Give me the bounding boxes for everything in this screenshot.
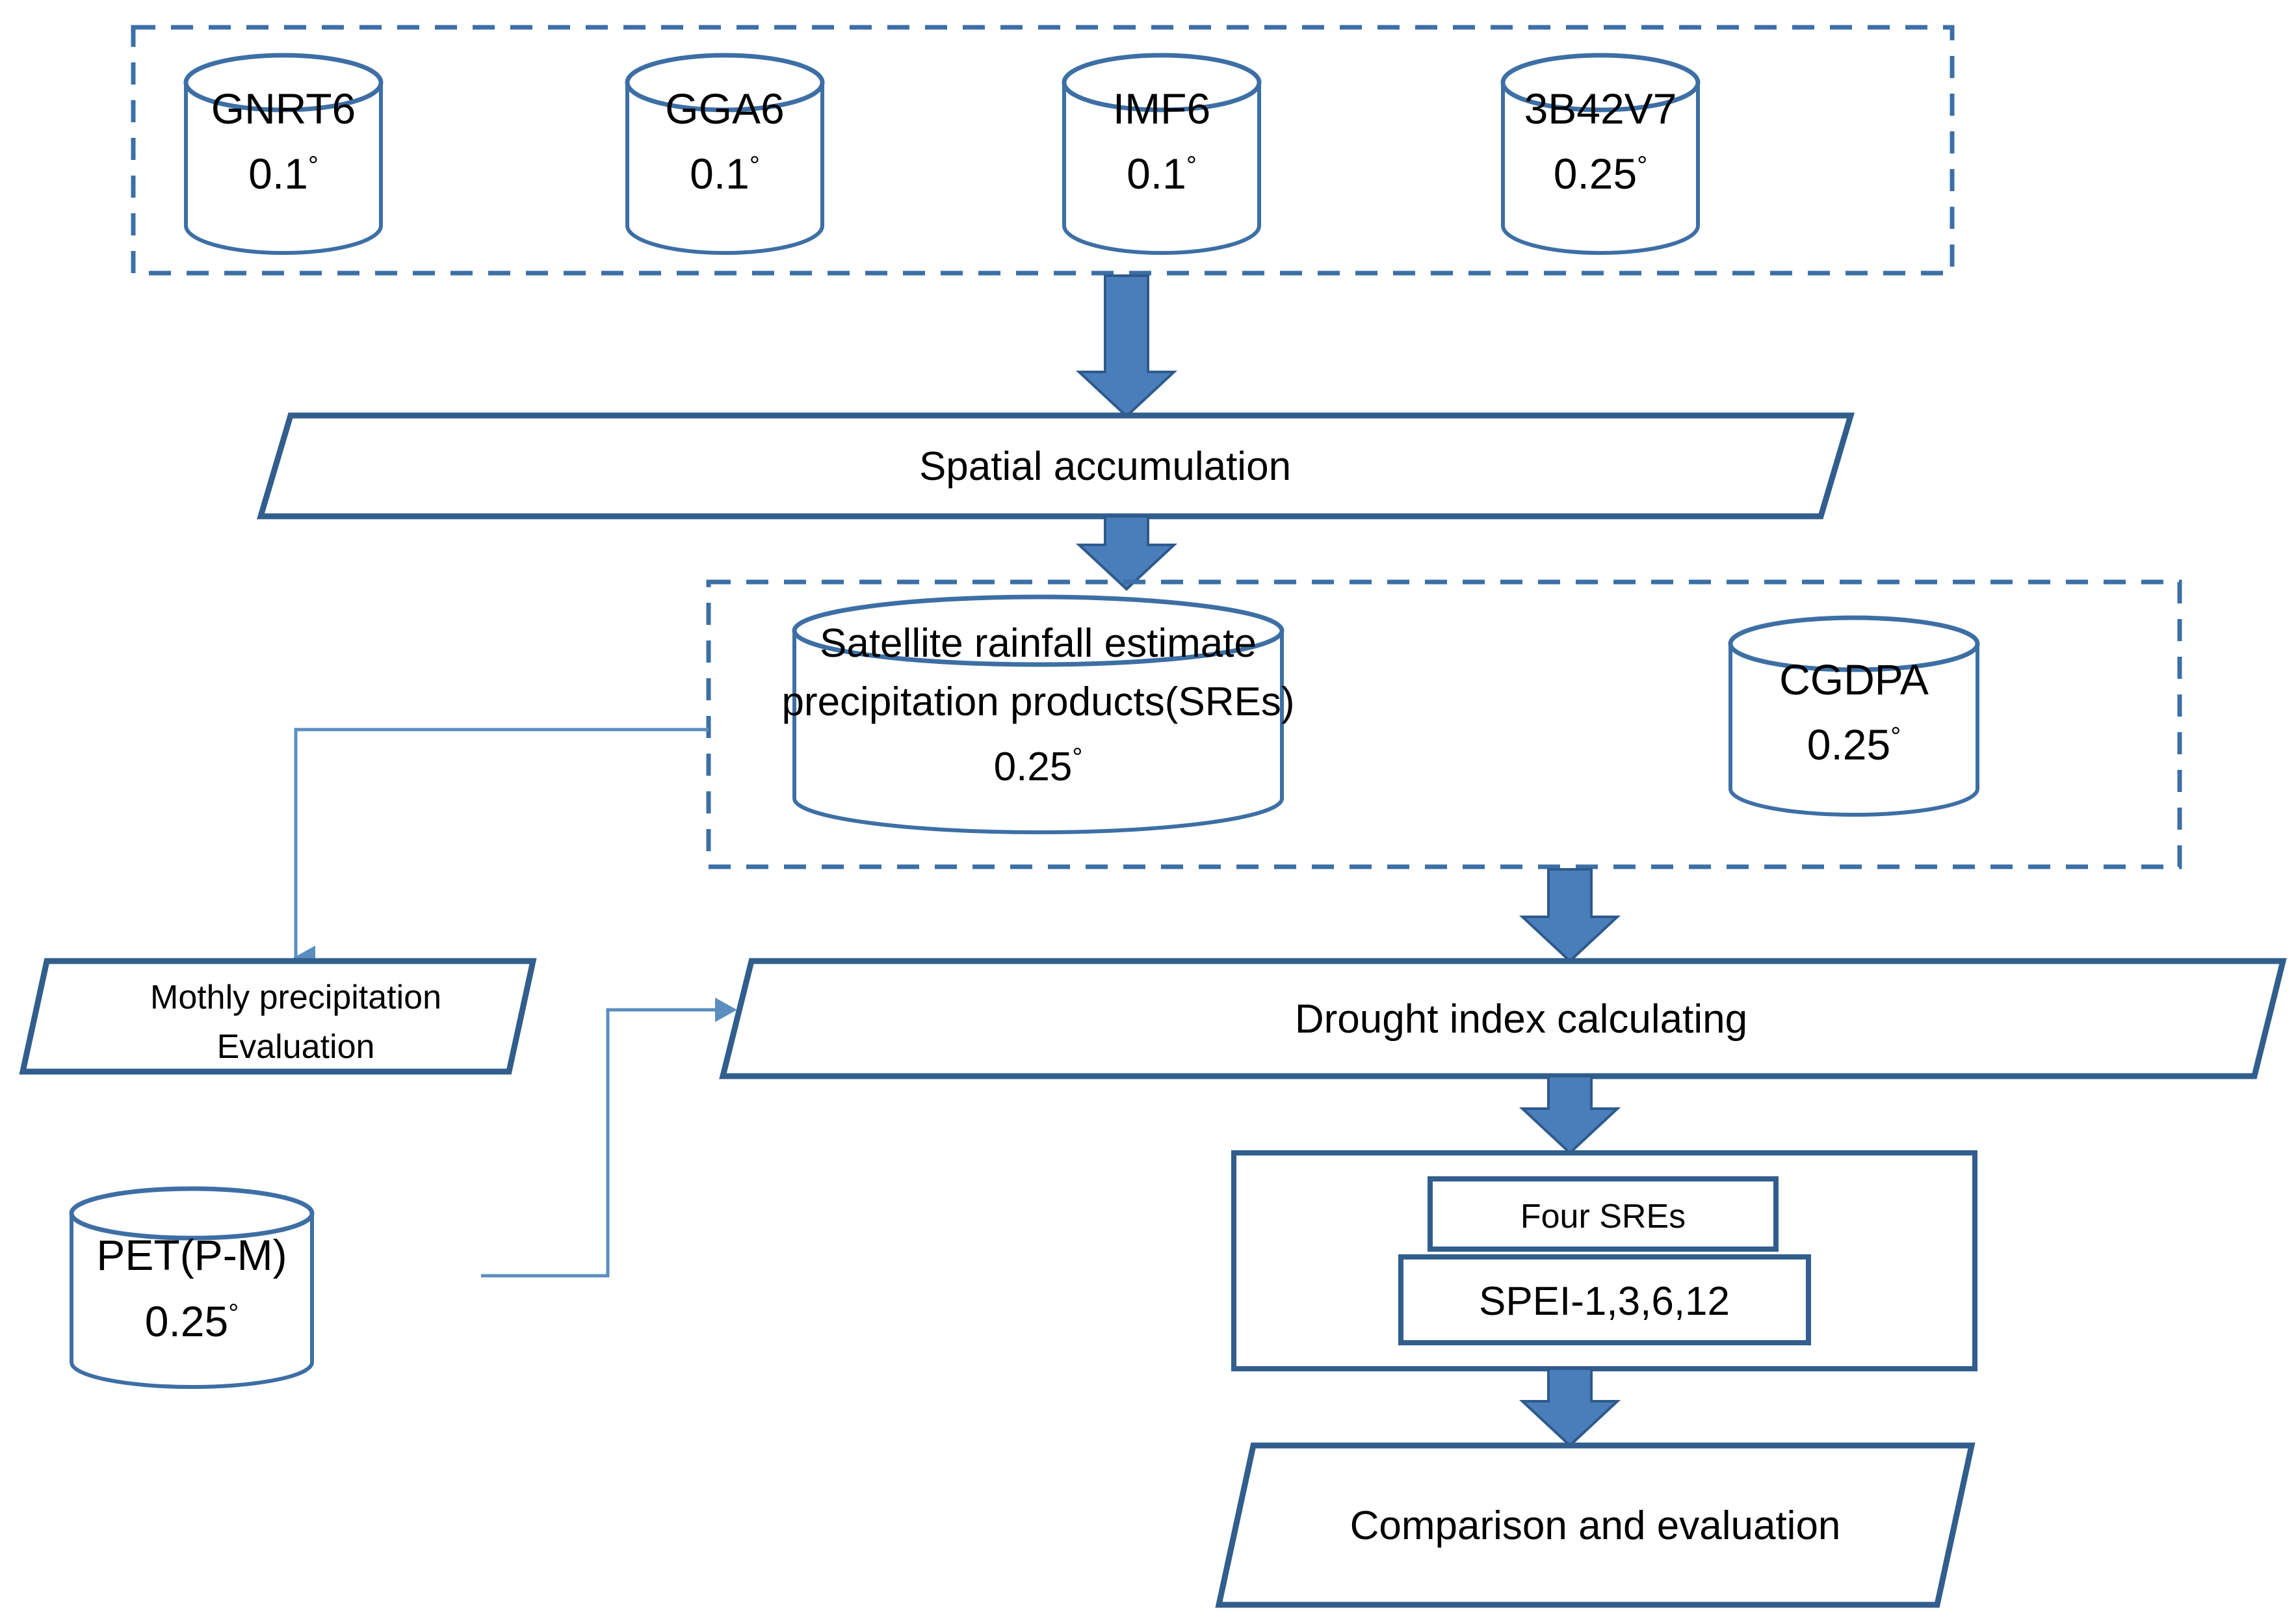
node-cgdpa-label: CGDPA — [1779, 655, 1929, 704]
connector-pet-to-drought-index — [481, 997, 737, 1278]
node-sres: Satellite rainfall estimate precipitatio… — [781, 594, 1295, 834]
node-gga6-label: GGA6 — [665, 85, 784, 133]
connector-sres-to-monthly-eval — [293, 728, 709, 970]
node-spatial-accumulation: Spatial accumulation — [256, 412, 1855, 520]
node-spei-label: SPEI-1,3,6,12 — [1479, 1279, 1730, 1324]
node-monthly-eval-label-line2: Evaluation — [217, 1028, 375, 1066]
node-3b42v7-label: 3B42V7 — [1524, 85, 1677, 133]
node-3b42v7: 3B42V7 0.25° — [1500, 53, 1701, 255]
node-gnrt6-label: GNRT6 — [211, 85, 356, 133]
node-monthly-eval-label-line1: Mothly precipitation — [150, 979, 441, 1016]
group-source-products — [131, 25, 1955, 276]
node-four-sres-box — [1428, 1176, 1779, 1252]
node-cgdpa: CGDPA 0.25° — [1728, 615, 1980, 817]
node-drought-index-label: Drought index calculating — [1295, 997, 1747, 1042]
node-monthly-precipitation-evaluation: Mothly precipitation Evaluation — [19, 958, 537, 1075]
node-spei-box — [1398, 1254, 1811, 1345]
node-gga6: GGA6 0.1° — [625, 53, 825, 255]
node-gnrt6-resolution: 0.1° — [248, 150, 319, 198]
node-sres-label-line1: Satellite rainfall estimate — [820, 621, 1257, 666]
node-comparison-and-evaluation: Comparison and evaluation — [1215, 1442, 1976, 1608]
arrow-sources-to-accumulation — [1075, 274, 1178, 418]
node-pet: PET(P-M) 0.25° — [69, 1186, 315, 1389]
arrow-drought-to-index-box — [1519, 1075, 1621, 1155]
node-imf6-resolution: 0.1° — [1127, 150, 1197, 198]
node-imf6-label: IMF6 — [1113, 85, 1210, 133]
node-four-sres-label: Four SREs — [1520, 1198, 1686, 1235]
node-index-box: Four SREs SPEI-1,3,6,12 — [1231, 1150, 1977, 1371]
node-sres-label-line2: precipitation products(SREs) — [781, 680, 1294, 724]
node-drought-index-calculating: Drought index calculating — [719, 958, 2287, 1079]
group-resampled-products — [706, 579, 2182, 869]
arrow-index-to-comparison — [1519, 1367, 1621, 1447]
node-pet-label: PET(P-M) — [96, 1231, 287, 1279]
node-imf6: IMF6 0.1° — [1062, 53, 1262, 255]
node-cgdpa-resolution: 0.25° — [1807, 720, 1901, 769]
arrow-accumulation-to-products — [1075, 515, 1178, 591]
node-gnrt6: GNRT6 0.1° — [183, 53, 384, 255]
node-pet-resolution: 0.25° — [145, 1297, 239, 1345]
node-comparison-label: Comparison and evaluation — [1350, 1503, 1841, 1548]
arrow-products-to-drought — [1519, 868, 1621, 963]
node-spatial-accumulation-label: Spatial accumulation — [919, 444, 1291, 489]
node-sres-resolution: 0.25° — [994, 743, 1083, 789]
node-3b42v7-resolution: 0.25° — [1554, 150, 1647, 198]
node-gga6-resolution: 0.1° — [690, 150, 760, 198]
